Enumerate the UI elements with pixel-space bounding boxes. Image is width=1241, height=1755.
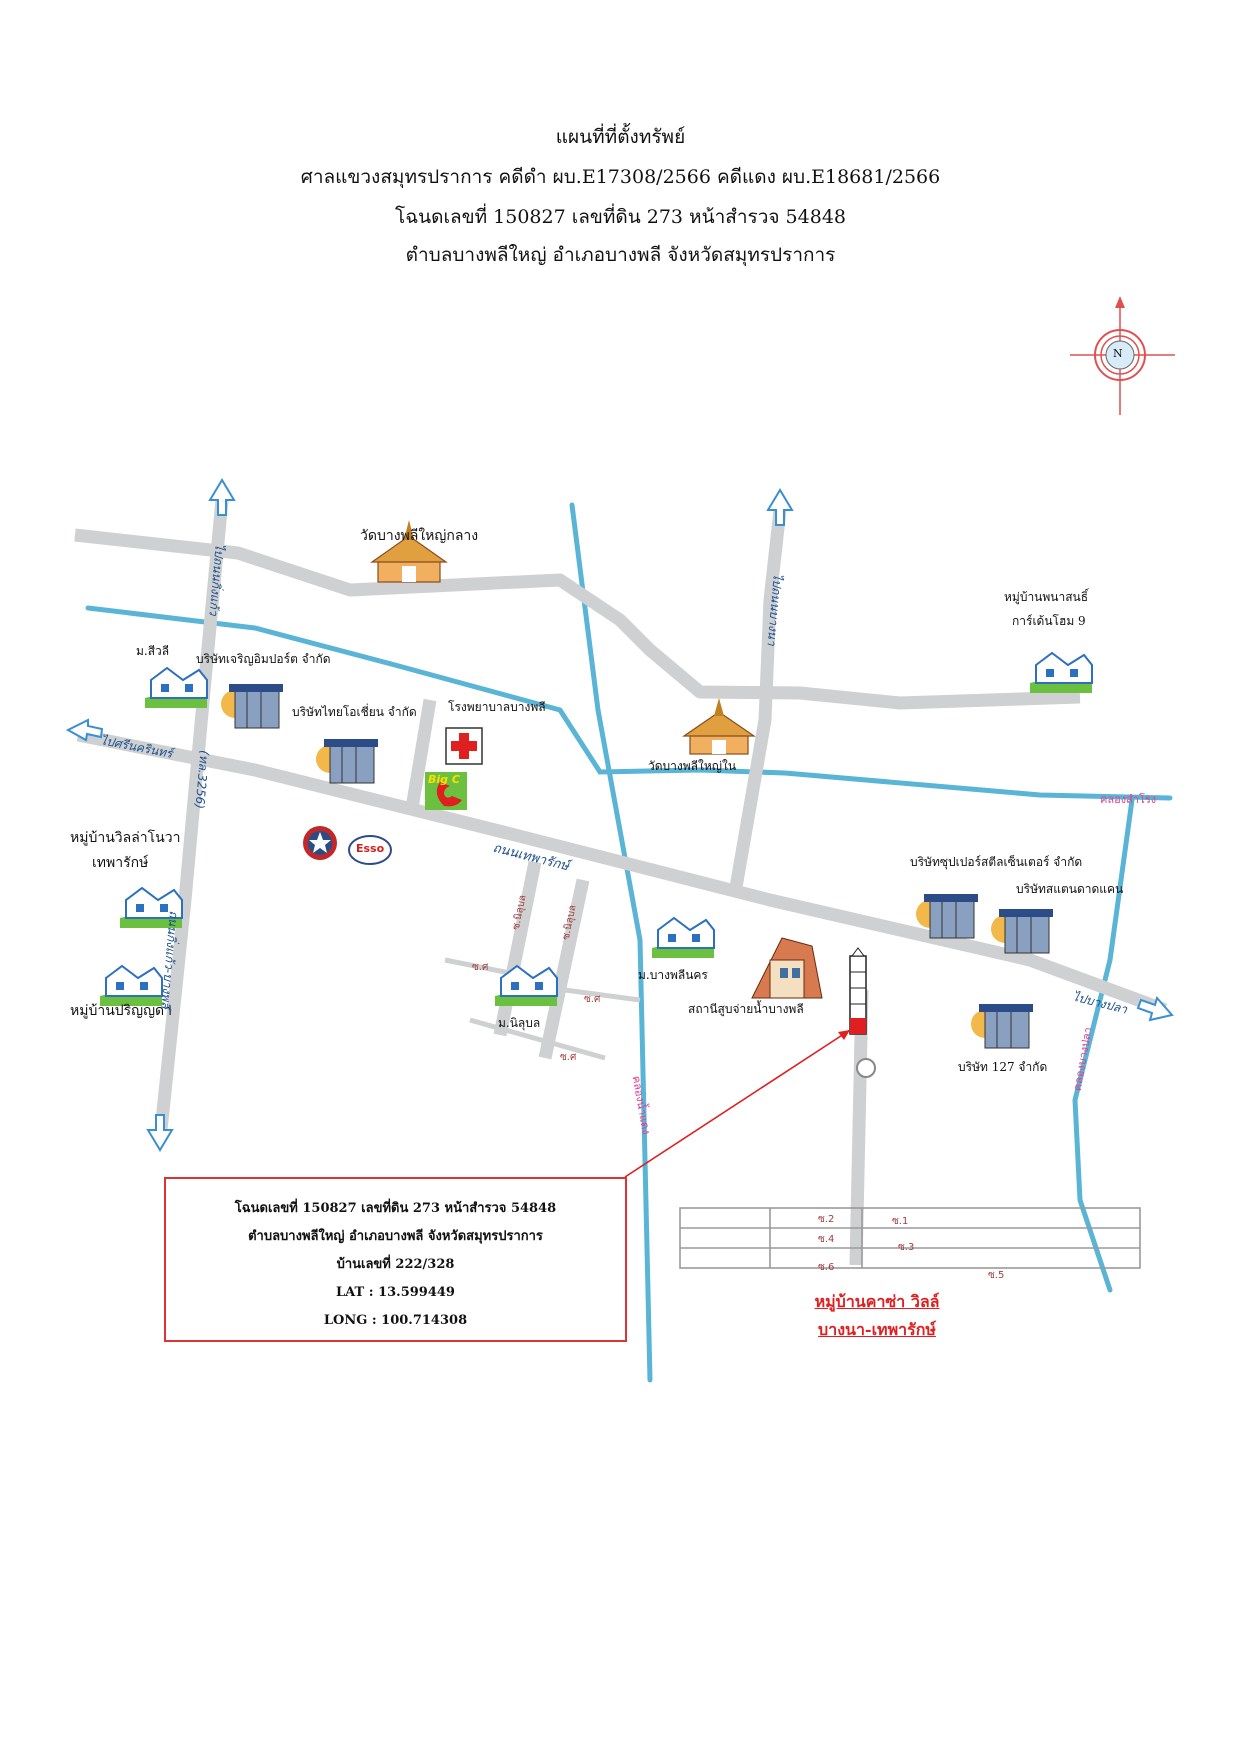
building-icon [991,909,1053,954]
label-wat-klang: วัดบางพลีใหญ่กลาง [360,528,479,544]
canal-samrong [85,605,1173,801]
house-icon [652,916,715,958]
compass-icon [1070,296,1175,415]
big-c-icon [425,772,467,810]
caltex-icon [303,826,337,860]
building-icon [221,684,283,729]
road-nilubon-1 [493,860,542,1037]
label-super-steel: บริษัทซุปเปอร์สตีลเซ็นเตอร์ จำกัด [910,855,1083,869]
map-title: แผนที่ที่ตั้งทรัพย์ [555,126,686,148]
label-pumping-station: สถานีสูบจ่ายน้ำบางพลี [688,1002,804,1016]
label-phanason-1: หมู่บ้านพนาสนธิ์ [1004,590,1089,604]
house-icon [100,964,163,1006]
canal-main-vertical [569,502,653,1383]
road-kingkaew [153,499,229,1141]
building-icon [916,894,978,939]
target-marker [849,947,867,1035]
info-deed: โฉนดเลขที่ 150827 เลขที่ดิน 273 หน้าสำรว… [234,1201,557,1216]
label-canal-samrong: คลองสำโรง [1100,793,1157,806]
label-standard-can: บริษัทสแตนดาดแคน [1016,882,1124,896]
label-m-siwali: ม.สีวลี [136,644,170,658]
road-wat-klang [74,528,1081,710]
label-soi-1: ซ.1 [892,1216,909,1227]
label-wat-nai: วัดบางพลีใหญ่ใน [648,759,737,773]
house-icon [120,886,183,928]
pointer-line [624,1029,851,1178]
label-company-127: บริษัท 127 จำกัด [958,1060,1048,1074]
label-soi-t1: ซ.ศ [472,962,489,973]
arrow-bangpla [1136,995,1174,1022]
pointer-arrowhead [838,1030,850,1040]
arrow-kingkaew-south [146,1114,174,1152]
label-big-c: Big C [428,773,460,786]
pumping-station-icon [751,937,823,999]
road-soi-main [849,989,869,1266]
label-parinyada: หมู่บ้านปริญญดา [70,1003,172,1019]
roads [74,499,1168,1266]
property-info-box: โฉนดเลขที่ 150827 เลขที่ดิน 273 หน้าสำรว… [164,1177,627,1342]
label-soi-t3: ซ.ศ [560,1052,577,1063]
road-small-2 [564,987,641,1003]
road-small-3 [469,1017,606,1061]
compass-n: N [1113,347,1123,360]
label-soi-5: ซ.5 [988,1270,1005,1281]
arrow-srinakarin [65,718,104,742]
court-case-line: ศาลแขวงสมุทรปราการ คดีดำ ผบ.E17308/2566 … [300,166,941,188]
hospital-icon [445,727,483,765]
label-esso: Esso [356,842,385,855]
house-icon [145,666,208,708]
target-village-subtitle: บางนา-เทพารักษ์ [818,1320,936,1339]
info-house-number: บ้านเลขที่ 222/328 [336,1257,455,1272]
arrow-kingkaew-north [208,478,236,516]
building-icon [971,1004,1033,1049]
label-charoen-import: บริษัทเจริญอิมปอร์ต จำกัด [196,652,331,666]
house-icon [495,964,558,1006]
deed-line: โฉนดเลขที่ 150827 เลขที่ดิน 273 หน้าสำรว… [395,206,846,228]
road-bangna-north [728,509,787,895]
temple-icon [682,698,756,755]
label-hospital: โรงพยาบาลบางพลี [448,700,546,714]
label-phanason-2: การ์เด้นโฮม 9 [1012,614,1086,628]
label-soi-2: ซ.2 [818,1214,835,1225]
roundabout [856,1058,876,1078]
road-thepharak [76,728,1168,1017]
target-village-name: หมู่บ้านคาซ่า วิลล์ [814,1292,940,1311]
label-soi-3: ซ.3 [898,1242,915,1253]
label-m-nilubon: ม.นิลุบล [498,1016,541,1030]
info-longitude: LONG : 100.714308 [323,1313,468,1328]
canal-bangpla [1072,797,1135,1293]
label-soi-6: ซ.6 [818,1262,835,1273]
canals [85,502,1173,1383]
label-m-bangphli-nakhon: ม.บางพลีนคร [638,968,708,982]
info-location: ตำบลบางพลีใหญ่ อำเภอบางพลี จังหวัดสมุทรป… [248,1229,543,1244]
road-hospital [405,698,437,810]
house-icon [1030,651,1093,693]
info-latitude: LAT : 13.599449 [336,1285,455,1300]
village-layout [679,1207,1141,1269]
label-soi-t2: ซ.ศ [584,994,601,1005]
label-thai-asian: บริษัทไทยโอเชี่ยน จำกัด [292,705,417,719]
location-line: ตำบลบางพลีใหญ่ อำเภอบางพลี จังหวัดสมุทรป… [405,244,836,266]
arrow-bangna-north [766,488,794,526]
label-villa-nova-1: หมู่บ้านวิลล่าโนวา [70,830,181,846]
esso-icon [348,835,392,865]
road-nilubon-2 [538,878,590,1060]
label-villa-nova-2: เทพารักษ์ [92,855,149,871]
temple-icon [370,520,448,583]
building-icon [316,739,378,784]
label-soi-4: ซ.4 [818,1234,835,1245]
road-arrows [65,478,1174,1152]
village-outline [679,1207,1141,1269]
